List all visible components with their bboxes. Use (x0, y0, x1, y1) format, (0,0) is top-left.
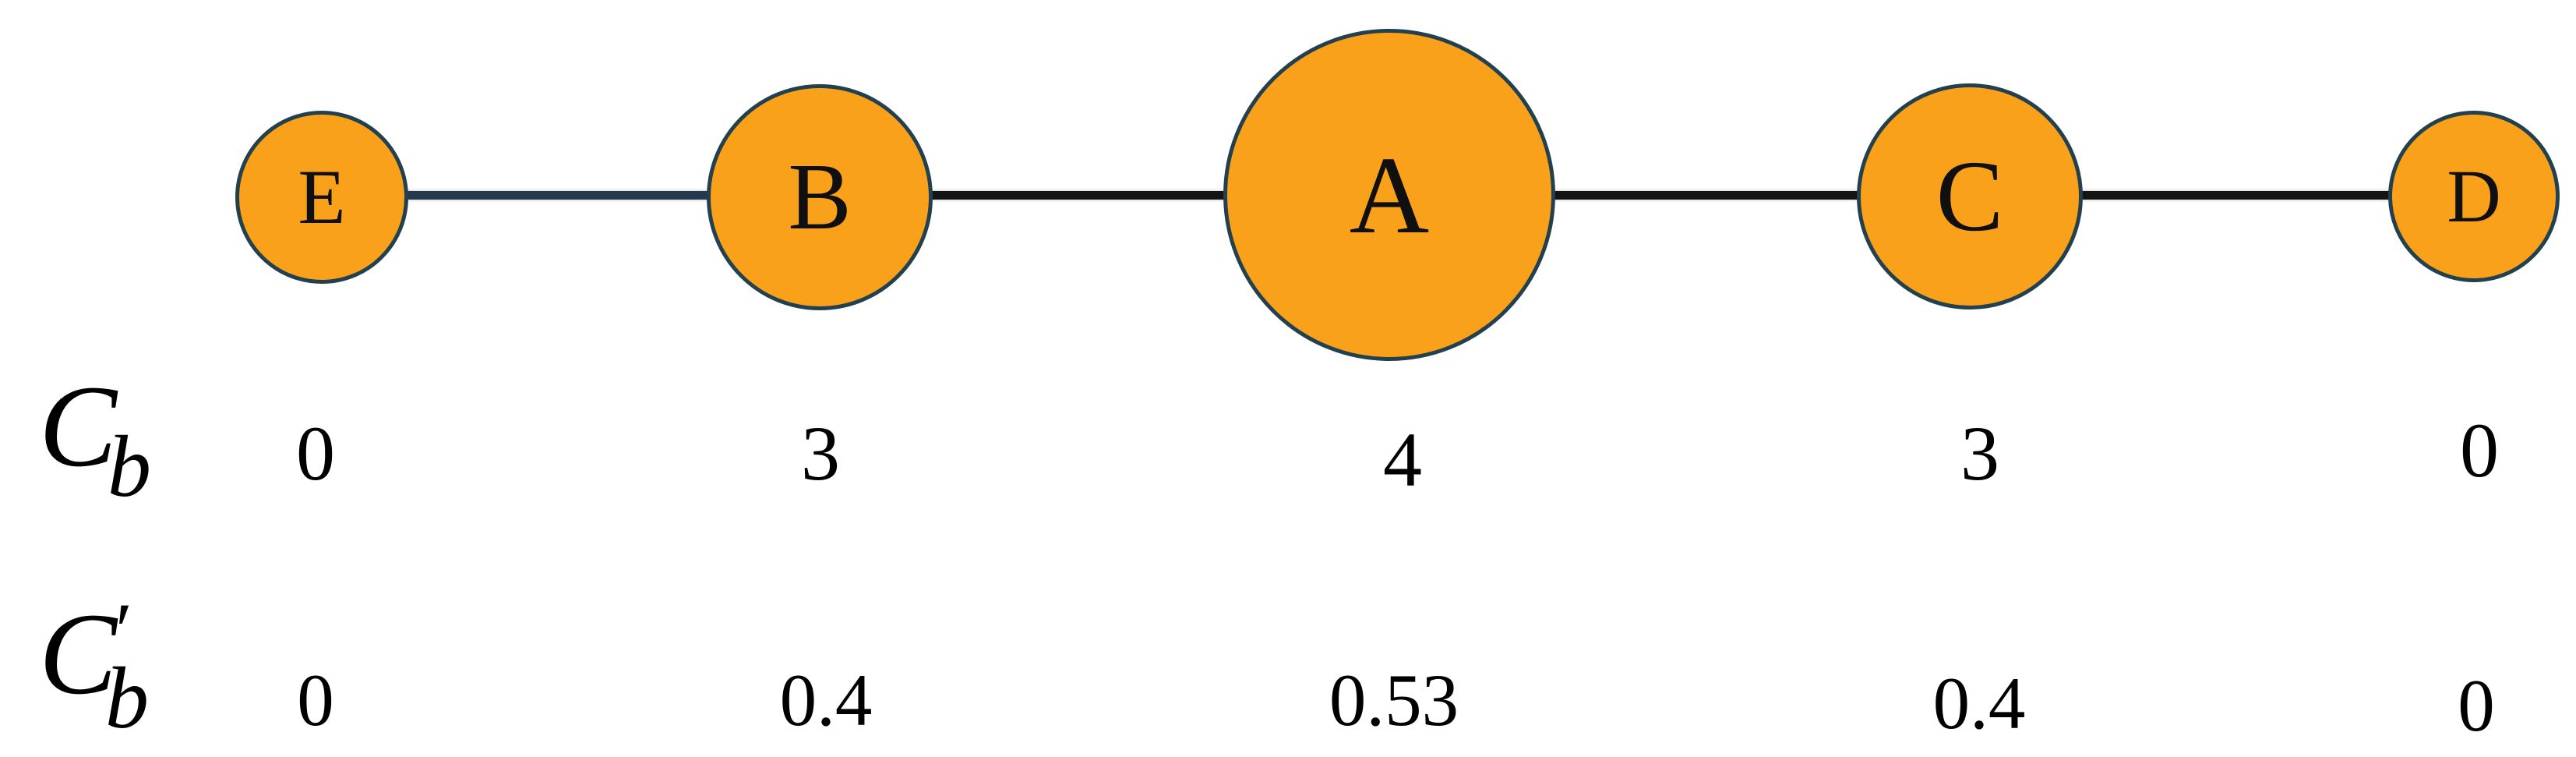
cb-value-D: 0 (2460, 407, 2499, 493)
node-E-label: E (298, 154, 346, 240)
node-B-label: B (788, 144, 852, 249)
node-C: C (1857, 83, 2083, 310)
node-D: D (2388, 111, 2560, 282)
edge-E-B (405, 191, 710, 200)
node-E: E (235, 111, 408, 284)
cbn-prime: ′ (111, 587, 128, 674)
cb-normalized-metric-label: C′b (39, 592, 149, 743)
cbn-base: C (39, 589, 118, 719)
cb-subscript: b (108, 419, 151, 515)
node-A: A (1223, 29, 1555, 361)
cbn-subscript: b (105, 650, 149, 747)
cb-value-B: 3 (801, 410, 840, 497)
cbn-value-D: 0 (2458, 664, 2495, 747)
cb-value-E: 0 (296, 410, 335, 497)
edge-B-A (930, 191, 1226, 200)
cbn-value-C: 0.4 (1932, 662, 2026, 745)
cb-value-C: 3 (1960, 410, 1999, 497)
cbn-value-B: 0.4 (779, 659, 873, 741)
node-D-label: D (2447, 154, 2501, 238)
node-B: B (707, 84, 933, 310)
cb-value-A: 4 (1383, 416, 1422, 503)
cbn-value-A: 0.53 (1329, 659, 1459, 741)
edge-C-D (2080, 191, 2391, 200)
node-A-label: A (1349, 133, 1430, 256)
node-C-label: C (1936, 140, 2004, 253)
cbn-value-E: 0 (297, 659, 334, 741)
edge-A-C (1552, 191, 1860, 200)
cb-base: C (39, 362, 118, 491)
